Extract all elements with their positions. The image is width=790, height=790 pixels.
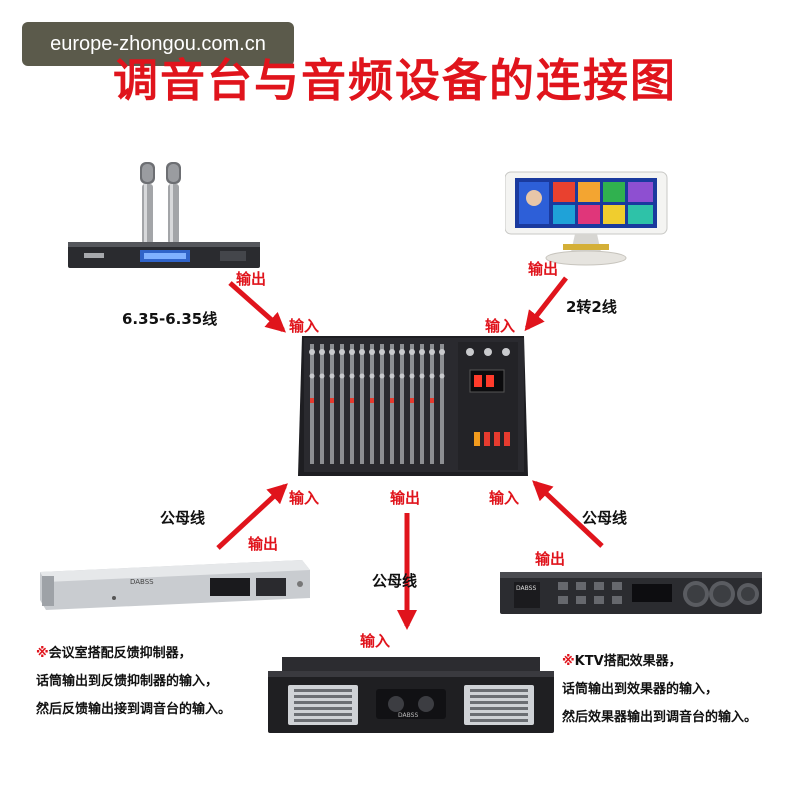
- label-effects-output: 输出: [535, 550, 566, 568]
- note-line: 话筒输出到效果器的输入，: [562, 682, 719, 697]
- label-mixer-output: 输出: [390, 489, 421, 507]
- label-suppressor-output: 输出: [248, 535, 279, 553]
- label-cable-tablet: 2转2线: [566, 298, 617, 316]
- effects-processor: DABSS: [500, 572, 762, 614]
- note-line: 然后效果器输出到调音台的输入。: [562, 710, 758, 725]
- watermark: europe-zhongou.com.cn: [22, 22, 294, 66]
- note-line: 然后反馈输出接到调音台的输入。: [36, 702, 232, 717]
- label-mixer-input-mic: 输入: [289, 317, 320, 335]
- label-cable-left: 公母线: [160, 509, 206, 527]
- note-line: 会议室搭配反馈抑制器，: [48, 646, 192, 661]
- label-mixer-input-right: 输入: [489, 489, 520, 507]
- note-conference-room: ※会议室搭配反馈抑制器， 话筒输出到反馈抑制器的输入， 然后反馈输出接到调音台的…: [36, 640, 231, 724]
- ktv-tablet-screen: [505, 171, 668, 266]
- audio-mixer: [298, 336, 528, 476]
- diagram-title: 调音台与音频设备的连接图: [112, 54, 677, 107]
- arrow-mic-to-mixer: [228, 281, 286, 333]
- label-cable-center: 公母线: [372, 572, 418, 590]
- suppressor-brand: DABSS: [130, 578, 154, 586]
- microphone-icon: [166, 162, 181, 244]
- label-cable-mic: 6.35-6.35线: [122, 310, 218, 328]
- arrow-tablet-to-mixer: [524, 276, 568, 332]
- microphone-icon: [140, 162, 155, 244]
- label-mixer-input-left: 输入: [289, 489, 320, 507]
- amplifier-brand: DABSS: [398, 712, 418, 719]
- note-mark: ※: [562, 654, 575, 669]
- label-cable-right: 公母线: [582, 509, 628, 527]
- note-line: KTV搭配效果器，: [574, 654, 682, 669]
- feedback-suppressor: DABSS: [40, 560, 310, 610]
- label-tablet-output: 输出: [528, 260, 559, 278]
- label-mixer-input-tablet: 输入: [485, 317, 516, 335]
- label-amplifier-input: 输入: [360, 632, 391, 650]
- note-ktv: ※KTV搭配效果器， 话筒输出到效果器的输入， 然后效果器输出到调音台的输入。: [562, 648, 757, 732]
- note-line: 话筒输出到反馈抑制器的输入，: [36, 674, 219, 689]
- effects-brand: DABSS: [516, 585, 536, 592]
- label-mic-output: 输出: [236, 270, 267, 288]
- power-amplifier: DABSS: [268, 657, 554, 733]
- note-mark: ※: [36, 646, 49, 661]
- wireless-microphone-system: [68, 162, 260, 268]
